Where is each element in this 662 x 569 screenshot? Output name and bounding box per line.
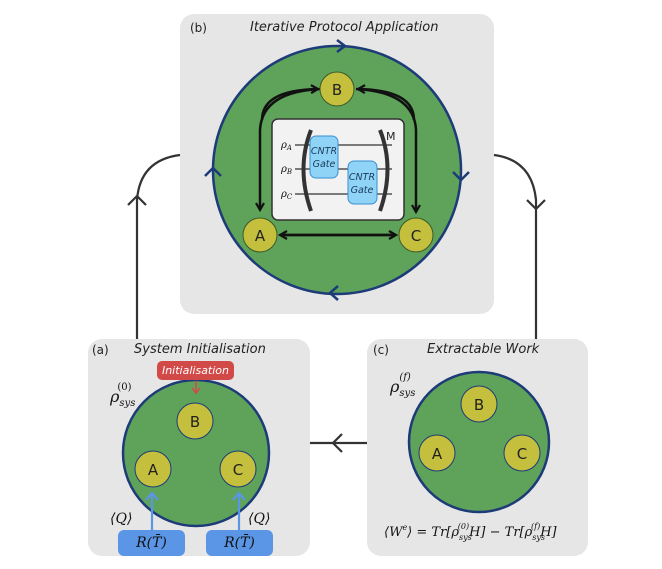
initial-state-label: ρsys(0) (109, 382, 135, 409)
heat-label-right: ⟨Q⟩ (248, 511, 270, 527)
heat-arrow-c-icon (232, 491, 246, 530)
svg-text:C: C (233, 461, 243, 479)
svg-text:CNTR: CNTR (349, 172, 375, 183)
cycle-arrow-bottom-icon (328, 285, 339, 301)
init-arrow-icon (191, 381, 201, 395)
cycle-arrow-right-icon (452, 171, 470, 182)
panel-a-letter: (a) (92, 343, 109, 357)
reservoir-right: R(T̄) (206, 530, 273, 556)
heat-label-left: ⟨Q⟩ (110, 511, 132, 527)
arrow-c-b (358, 89, 416, 121)
connector-a-to-b (127, 153, 181, 339)
arrowhead-left-icon (331, 433, 343, 453)
node-b-initial: B (176, 402, 214, 440)
svg-text:CNTR: CNTR (311, 146, 337, 157)
panel-c-letter: (c) (373, 343, 389, 357)
cntr-gate-1: CNTR Gate (309, 135, 339, 179)
node-b-protocol: B (319, 71, 355, 107)
cntr-gate-2: CNTR Gate (347, 160, 378, 205)
panel-b-letter: (b) (190, 21, 207, 35)
final-state-label: ρsys(f) (389, 372, 415, 399)
panel-c-title: Extractable Work (427, 342, 540, 357)
svg-text:C: C (411, 227, 421, 245)
panel-a-title: System Initialisation (134, 342, 266, 357)
circuit-input-rho-a: ρA (280, 140, 292, 152)
svg-text:A: A (255, 227, 266, 245)
arrowhead-up-icon (127, 194, 147, 206)
node-c-protocol: C (398, 217, 434, 253)
cycle-arrow-top-icon (336, 39, 348, 53)
svg-text:Gate: Gate (313, 159, 336, 170)
node-c-initial: C (219, 450, 257, 488)
initialisation-button: Initialisation (157, 361, 234, 380)
initial-system-circle (121, 378, 271, 528)
reservoir-left: R(T̄) (118, 530, 185, 556)
arrow-a-b (260, 89, 318, 121)
final-system-circle (407, 370, 551, 514)
work-equation: ⟨We⟩ = Tr[ρsys(0)H] − Tr[ρsys(f)H] (384, 522, 558, 542)
right-paren (378, 129, 390, 212)
svg-text:B: B (332, 81, 342, 99)
svg-text:Gate: Gate (351, 185, 374, 196)
arrowhead-down-icon (526, 199, 546, 211)
svg-text:A: A (432, 445, 443, 463)
repeat-label-m: M (386, 130, 396, 143)
node-a-protocol: A (242, 217, 278, 253)
node-a-initial: A (134, 450, 172, 488)
cycle-arrow-left-icon (204, 166, 222, 177)
panel-b-title: Iterative Protocol Application (250, 20, 439, 35)
heat-arrow-a-icon (145, 491, 159, 530)
connector-b-to-c (493, 153, 546, 339)
svg-text:A: A (148, 461, 159, 479)
svg-text:B: B (190, 413, 200, 431)
left-paren (301, 129, 313, 212)
svg-text:C: C (517, 445, 527, 463)
connector-c-to-a (310, 433, 367, 453)
node-b-final: B (460, 385, 498, 423)
node-c-final: C (503, 434, 541, 472)
svg-text:B: B (474, 396, 484, 414)
node-a-final: A (418, 434, 456, 472)
